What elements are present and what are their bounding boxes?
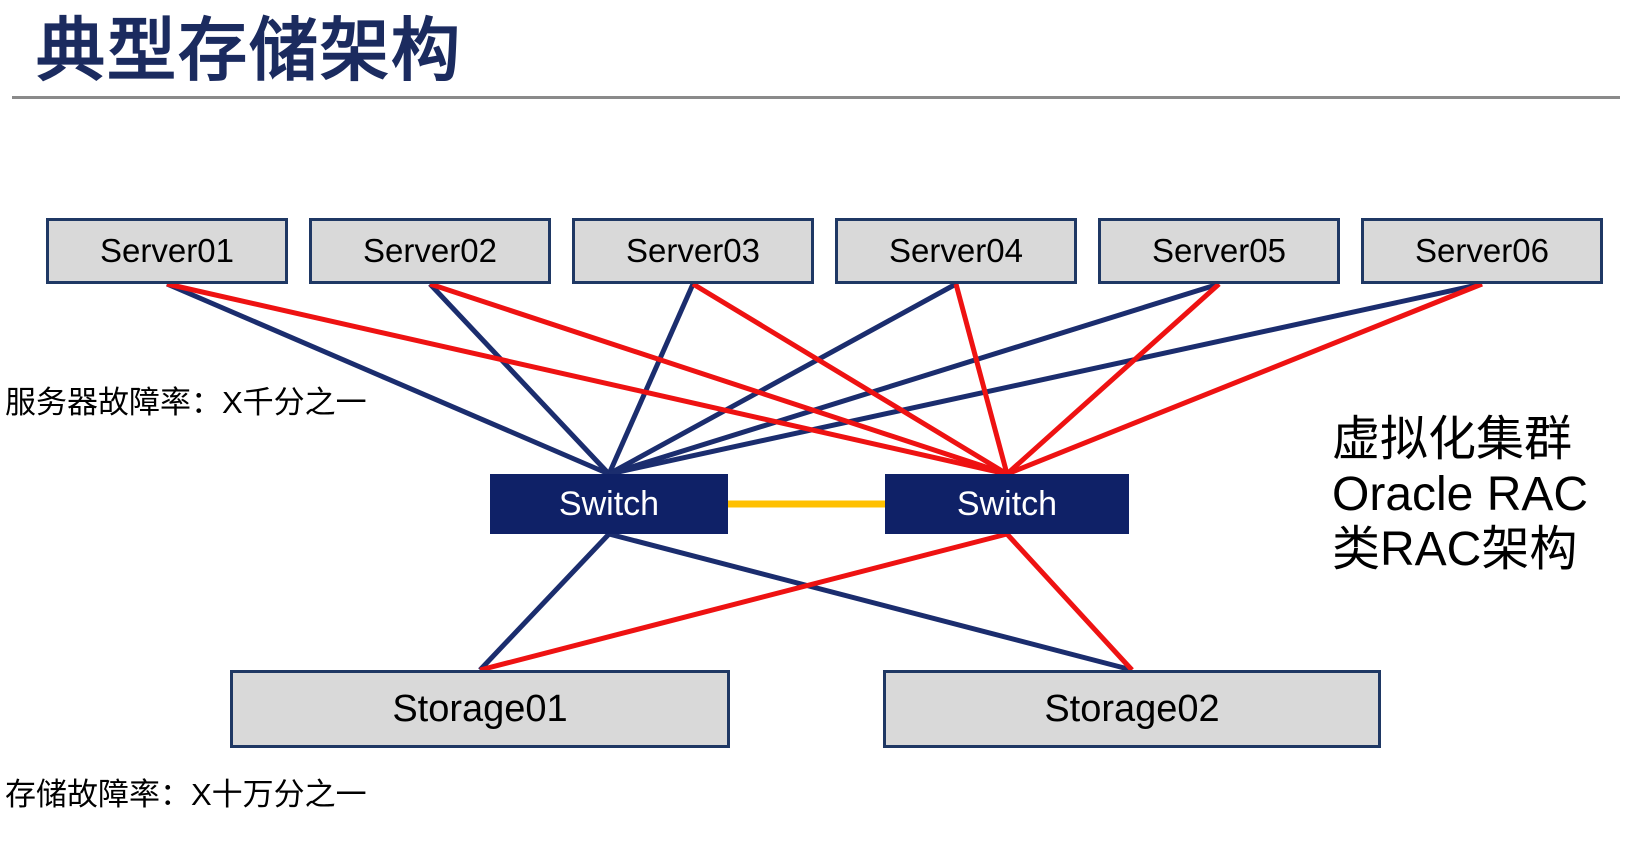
title-divider	[12, 96, 1620, 99]
edge-server04-switch1	[607, 281, 958, 477]
architecture-note-line-2: Oracle RAC	[1332, 468, 1589, 521]
node-server03: Server03	[572, 218, 814, 284]
node-switch-left: Switch	[490, 474, 728, 534]
server06-label: Server06	[1415, 232, 1549, 269]
node-storage01: Storage01	[230, 670, 730, 748]
edge-server05-switch1	[608, 281, 1220, 477]
architecture-note: 虚拟化集群 Oracle RAC 类RAC架构	[1332, 412, 1588, 577]
server04-label: Server04	[889, 232, 1023, 269]
server01-label: Server01	[100, 232, 234, 269]
server05-label: Server05	[1152, 232, 1286, 269]
edge-server02-switch1	[428, 282, 611, 476]
edge-switch2-storage02	[1005, 532, 1134, 672]
edge-server03-switch2	[691, 281, 1009, 477]
page-title: 典型存储架构	[36, 12, 462, 89]
node-server04: Server04	[835, 218, 1077, 284]
switch-left-label: Switch	[558, 484, 660, 523]
storage-failure-rate-label: 存储故障率：X十万分之一	[5, 777, 367, 812]
node-switch-right: Switch	[885, 474, 1129, 534]
edge-server05-switch2	[1005, 282, 1221, 476]
architecture-note-line-3: 类RAC架构	[1332, 523, 1578, 576]
edge-server04-switch2	[953, 283, 1010, 475]
server02-label: Server02	[363, 232, 497, 269]
edge-server02-switch2	[429, 281, 1008, 477]
node-server05: Server05	[1098, 218, 1340, 284]
node-server06: Server06	[1361, 218, 1603, 284]
edge-switch1-storage01	[478, 532, 611, 672]
architecture-note-line-1: 虚拟化集群	[1332, 413, 1573, 466]
node-server02: Server02	[309, 218, 551, 284]
storage01-label: Storage01	[392, 687, 568, 730]
edge-server03-switch1	[606, 282, 696, 476]
node-server01: Server01	[46, 218, 288, 284]
server-failure-rate-label: 服务器故障率：X千分之一	[5, 385, 367, 420]
storage02-label: Storage02	[1044, 687, 1220, 730]
edge-switch1-storage02	[608, 531, 1133, 673]
server03-label: Server03	[626, 232, 760, 269]
node-storage02: Storage02	[883, 670, 1381, 748]
switch-right-label: Switch	[956, 484, 1058, 523]
edge-switch2-storage01	[479, 531, 1008, 673]
